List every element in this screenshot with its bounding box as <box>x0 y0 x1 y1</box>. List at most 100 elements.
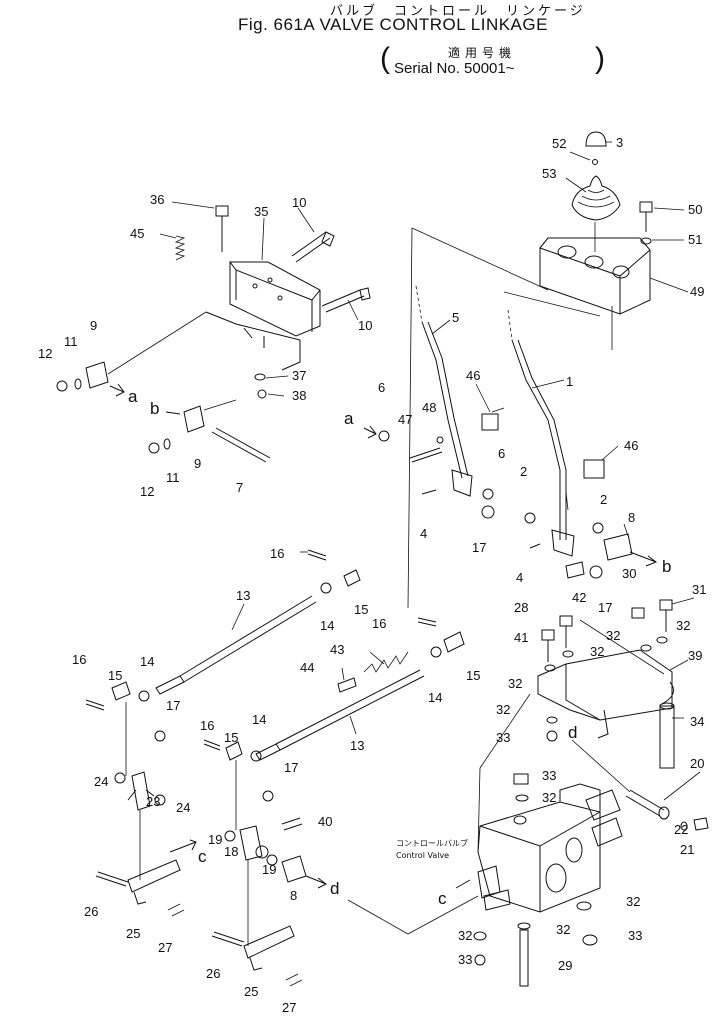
part-number: 13 <box>350 738 364 753</box>
part-number: 26 <box>84 904 98 919</box>
control-valve-label: Control Valve <box>396 851 449 860</box>
part-number: 46 <box>466 368 480 383</box>
part-number: 16 <box>372 616 386 631</box>
part-number: 49 <box>690 284 704 299</box>
part-number: 5 <box>452 310 459 325</box>
part-number: 8 <box>628 510 635 525</box>
part-number: 15 <box>466 668 480 683</box>
part-number: 12 <box>38 346 52 361</box>
connector-label-a: a <box>344 409 354 428</box>
part-number: 24 <box>94 774 108 789</box>
part-number: 21 <box>680 842 694 857</box>
part-number: 32 <box>606 628 620 643</box>
part-number: 37 <box>292 368 306 383</box>
part-number: 19 <box>262 862 276 877</box>
part-number: 14 <box>252 712 266 727</box>
part-number: 14 <box>140 654 154 669</box>
part-number: 28 <box>514 600 528 615</box>
part-number: 2 <box>600 492 607 507</box>
part-number: 27 <box>158 940 172 955</box>
control-valve <box>347 693 623 987</box>
part-number: 33 <box>628 928 642 943</box>
part-number: 32 <box>458 928 472 943</box>
part-number: 32 <box>496 702 510 717</box>
part-number: 12 <box>140 484 154 499</box>
part-number: 16 <box>270 546 284 561</box>
part-number: 6 <box>498 446 505 461</box>
part-number: 46 <box>624 438 638 453</box>
part-number: 32 <box>556 922 570 937</box>
part-number: 4 <box>516 570 523 585</box>
part-number: 13 <box>236 588 250 603</box>
part-number: 7 <box>236 480 243 495</box>
connector-label-a: a <box>128 387 138 406</box>
part-number: 8 <box>290 888 297 903</box>
part-number: 16 <box>200 718 214 733</box>
part-number: 10 <box>292 195 306 210</box>
part-number: 34 <box>690 714 704 729</box>
part-number: 11 <box>166 470 180 485</box>
part-number: 15 <box>354 602 368 617</box>
part-number: 27 <box>282 1000 296 1015</box>
part-number: 41 <box>514 630 528 645</box>
connector-label-c: c <box>198 847 207 866</box>
part-number: 17 <box>472 540 486 555</box>
part-number: 3 <box>616 135 623 150</box>
part-number: 18 <box>224 844 238 859</box>
part-number: 10 <box>358 318 372 333</box>
part-number: 45 <box>130 226 144 241</box>
part-number: 2 <box>520 464 527 479</box>
part-number: 17 <box>166 698 180 713</box>
part-number: 17 <box>598 600 612 615</box>
part-number: 33 <box>496 730 510 745</box>
part-number: 25 <box>244 984 258 999</box>
part-number: 31 <box>692 582 706 597</box>
part-number: 16 <box>72 652 86 667</box>
part-number: 44 <box>300 660 314 675</box>
leader-lines <box>159 141 701 801</box>
part-number: 30 <box>622 566 636 581</box>
part-number: 32 <box>542 790 556 805</box>
part-number: 1 <box>566 374 573 389</box>
part-number: 19 <box>208 832 222 847</box>
connector-label-b: b <box>150 399 159 418</box>
part-number: 29 <box>558 958 572 973</box>
connector-label-d: d <box>568 723 577 742</box>
part-number: 11 <box>64 334 78 349</box>
part-number: 53 <box>542 166 556 181</box>
serial-paren-open: ( <box>380 42 390 75</box>
lever-housing-assembly <box>539 131 653 315</box>
part-number: 15 <box>108 668 122 683</box>
part-number: 9 <box>194 456 201 471</box>
part-number: 22 <box>674 822 688 837</box>
control-levers <box>378 227 633 609</box>
part-number: 24 <box>176 800 190 815</box>
lower-linkage <box>95 702 307 987</box>
part-number: 51 <box>688 232 702 247</box>
figure-header: バルブ コントロール リンケージ Fig. 661A VALVE CONTROL… <box>0 0 714 90</box>
part-number: 17 <box>284 760 298 775</box>
part-number: 36 <box>150 192 164 207</box>
part-number: 32 <box>626 894 640 909</box>
control-valve-label-japanese: コントロールバルブ <box>396 838 468 848</box>
part-number: 43 <box>330 642 344 657</box>
part-number: 14 <box>428 690 442 705</box>
part-number: 4 <box>420 526 427 541</box>
part-number: 32 <box>508 676 522 691</box>
part-number: 23 <box>146 794 160 809</box>
connector-label-d: d <box>330 879 339 898</box>
right-bracket-assembly <box>537 599 709 831</box>
serial-paren-close: ) <box>595 42 605 75</box>
linkage-rods <box>85 549 465 762</box>
part-number: 40 <box>318 814 332 829</box>
part-number: 26 <box>206 966 220 981</box>
part-number: 33 <box>542 768 556 783</box>
connector-label-c: c <box>438 889 447 908</box>
serial-number: Serial No. 50001~ <box>394 60 515 77</box>
part-number: 48 <box>422 400 436 415</box>
part-number: 42 <box>572 590 586 605</box>
figure-title: Fig. 661A VALVE CONTROL LINKAGE <box>238 15 548 34</box>
part-number: 33 <box>458 952 472 967</box>
part-number: 15 <box>224 730 238 745</box>
